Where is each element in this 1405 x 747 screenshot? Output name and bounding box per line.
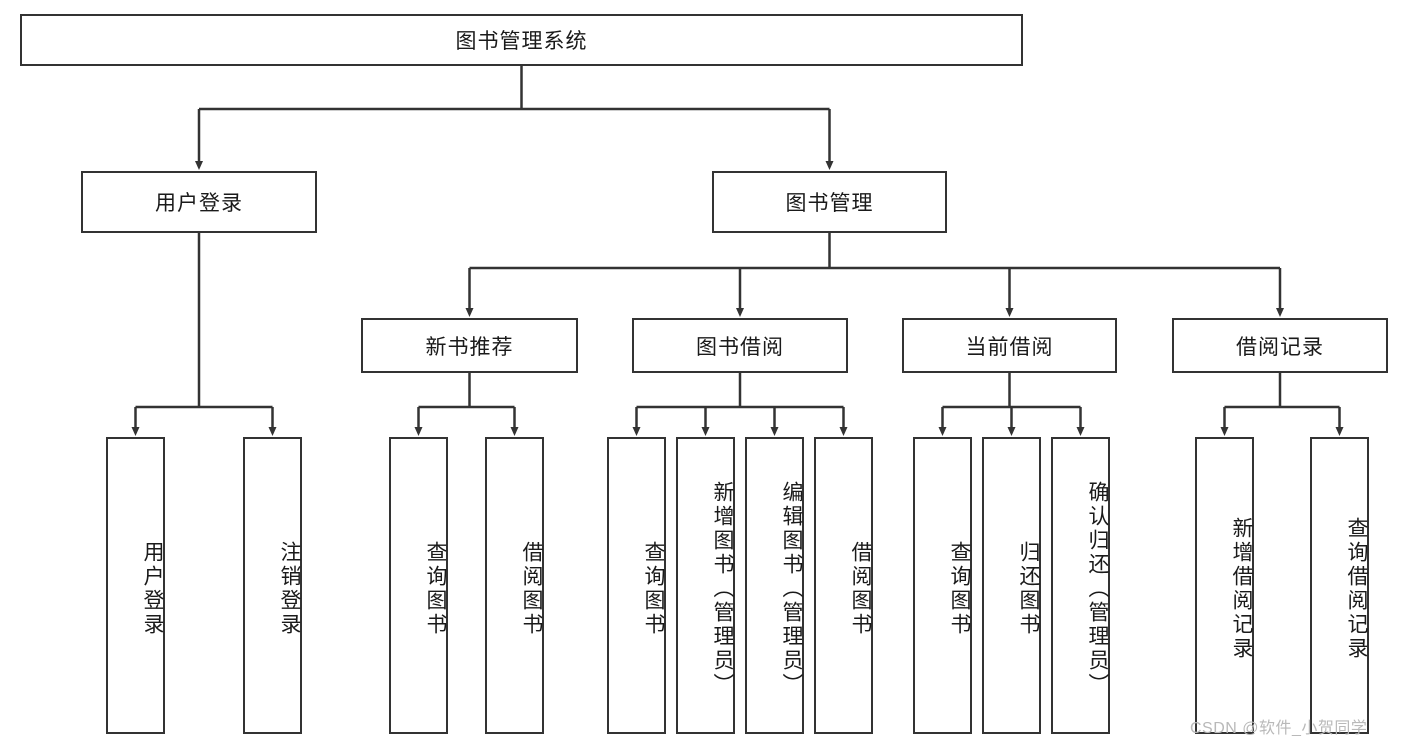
node-book-management[interactable]: 图书管理	[712, 171, 947, 233]
node-current-borrow[interactable]: 当前借阅	[902, 318, 1117, 373]
node-root[interactable]: 图书管理系统	[20, 14, 1023, 66]
node-user-login-label: 用户登录	[155, 192, 243, 215]
node-leaf-logout-login[interactable]: 注销登录	[243, 437, 302, 734]
node-root-label: 图书管理系统	[455, 30, 588, 53]
node-leaf-query-book-3-label: 查询图书	[948, 540, 971, 637]
node-leaf-query-record[interactable]: 查询借阅记录	[1310, 437, 1369, 734]
node-leaf-return-book[interactable]: 归还图书	[982, 437, 1041, 734]
node-leaf-query-book-1[interactable]: 查询图书	[389, 437, 448, 734]
node-current-borrow-label: 当前借阅	[965, 335, 1054, 359]
node-leaf-return-book-label: 归还图书	[1017, 540, 1040, 637]
node-leaf-add-record[interactable]: 新增借阅记录	[1195, 437, 1254, 734]
node-book-management-label: 图书管理	[785, 192, 874, 215]
node-leaf-query-book-2[interactable]: 查询图书	[607, 437, 666, 734]
node-leaf-query-record-label: 查询借阅记录	[1345, 516, 1368, 661]
node-leaf-add-record-label: 新增借阅记录	[1230, 516, 1253, 661]
node-leaf-query-book-2-label: 查询图书	[642, 540, 665, 637]
node-leaf-query-book-3[interactable]: 查询图书	[913, 437, 972, 734]
node-leaf-borrow-book-1[interactable]: 借阅图书	[485, 437, 544, 734]
node-leaf-edit-book-label: 编辑图书（管理员）	[780, 480, 803, 697]
csdn-watermark: CSDN @软件_小贺同学	[1190, 720, 1368, 737]
node-leaf-query-book-1-label: 查询图书	[424, 540, 447, 637]
node-new-book-recommend-label: 新书推荐	[425, 335, 514, 359]
node-leaf-logout-login-label: 注销登录	[278, 540, 301, 637]
node-leaf-edit-book[interactable]: 编辑图书（管理员）	[745, 437, 804, 734]
node-new-book-recommend[interactable]: 新书推荐	[361, 318, 578, 373]
node-leaf-borrow-book-2[interactable]: 借阅图书	[814, 437, 873, 734]
node-leaf-confirm-return-label: 确认归还（管理员）	[1086, 480, 1109, 697]
node-leaf-add-book-label: 新增图书（管理员）	[711, 480, 734, 697]
node-leaf-user-login[interactable]: 用户登录	[106, 437, 165, 734]
node-leaf-add-book[interactable]: 新增图书（管理员）	[676, 437, 735, 734]
node-book-borrow[interactable]: 图书借阅	[632, 318, 848, 373]
node-leaf-borrow-book-1-label: 借阅图书	[520, 540, 543, 637]
node-leaf-borrow-book-2-label: 借阅图书	[849, 540, 872, 637]
node-book-borrow-label: 图书借阅	[696, 335, 784, 359]
node-borrow-record[interactable]: 借阅记录	[1172, 318, 1388, 373]
node-leaf-user-login-label: 用户登录	[141, 540, 164, 637]
node-leaf-confirm-return[interactable]: 确认归还（管理员）	[1051, 437, 1110, 734]
node-borrow-record-label: 借阅记录	[1236, 335, 1324, 359]
node-user-login[interactable]: 用户登录	[81, 171, 317, 233]
